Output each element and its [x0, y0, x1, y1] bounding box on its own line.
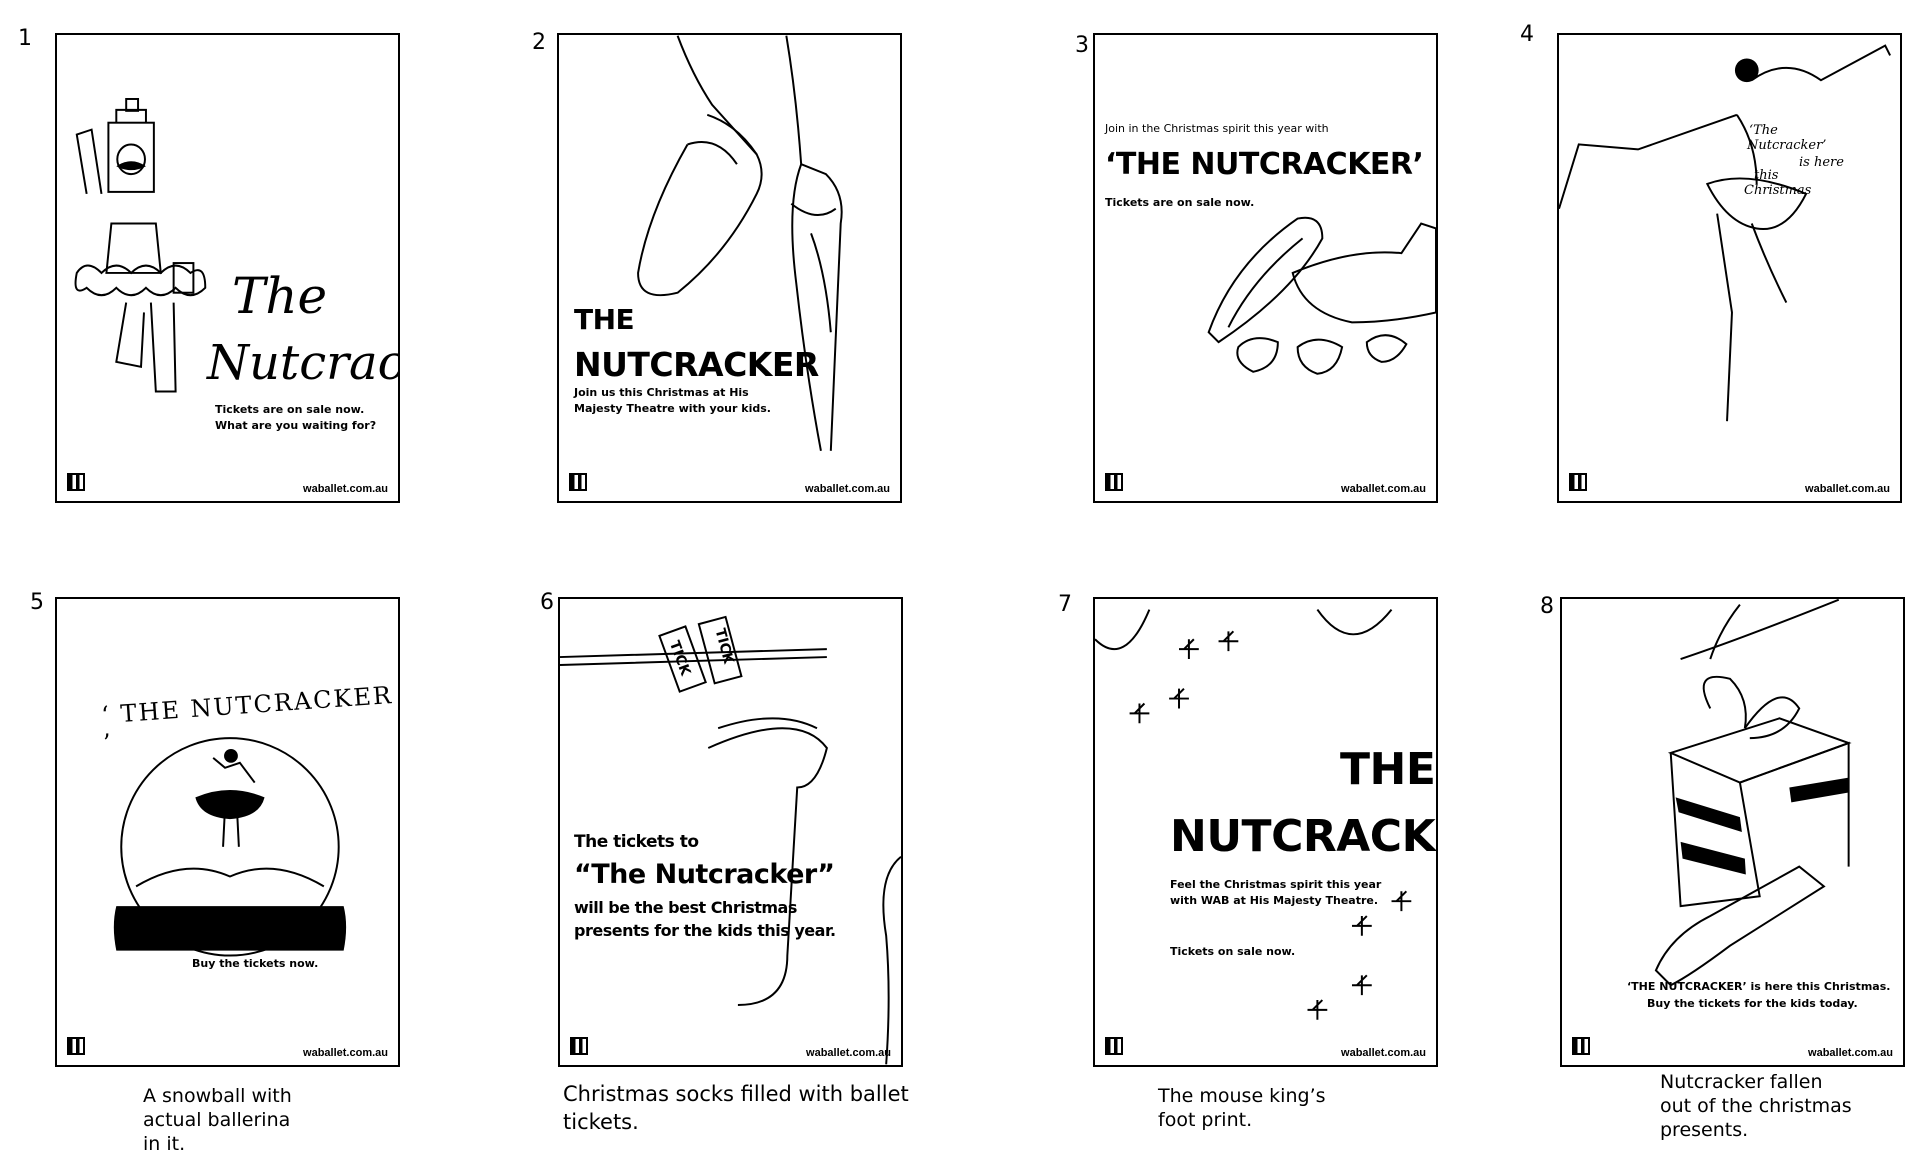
caption-5: A snowball with actual ballerina in it. — [143, 1084, 292, 1156]
poster-8-body-line2: Buy the tickets for the kids today. — [1647, 997, 1858, 1010]
caption-5-line3: in it. — [143, 1133, 186, 1155]
poster-3-url: waballet.com.au — [1341, 483, 1426, 495]
poster-4-script-line5: Christmas — [1744, 183, 1812, 198]
poster-card-4: ‘The Nutcracker’ is here this Christmas … — [1557, 33, 1902, 503]
ballerina-arabesque-illustration — [1559, 44, 1891, 422]
storyboard-number-3: 3 — [1075, 33, 1089, 58]
poster-3-title: ‘THE NUTCRACKER’ — [1105, 147, 1424, 182]
storyboard-number-7: 7 — [1058, 592, 1072, 617]
pointe-shoes-illustration — [637, 35, 843, 452]
ballet-shoes-walnut-shells-illustration — [1207, 216, 1436, 375]
caption-6: Christmas socks filled with ballet ticke… — [563, 1080, 909, 1136]
qr-code-icon — [1569, 473, 1587, 491]
poster-6-url: waballet.com.au — [806, 1047, 891, 1059]
poster-8-body-line1: ‘THE NUTCRACKER’ is here this Christmas. — [1627, 980, 1891, 993]
caption-5-line1: A snowball with — [143, 1085, 292, 1107]
storyboard-number-8: 8 — [1540, 594, 1554, 619]
poster-2-title-line2: NUTCRACKER — [574, 345, 819, 384]
storyboard-number-4: 4 — [1520, 22, 1534, 47]
storyboard-number-2: 2 — [532, 30, 546, 55]
poster-6-line1: The tickets to — [574, 832, 699, 852]
poster-4-script-line3: is here — [1799, 155, 1844, 170]
qr-code-icon — [1572, 1037, 1590, 1055]
qr-code-icon — [1105, 473, 1123, 491]
caption-8-line2: out of the christmas — [1660, 1095, 1852, 1117]
caption-7-line2: foot print. — [1158, 1109, 1253, 1131]
poster-2-body-line2: Majesty Theatre with your kids. — [574, 402, 771, 415]
poster-card-8: ‘THE NUTCRACKER’ is here this Christmas.… — [1560, 597, 1905, 1067]
poster-card-7: THE NUTCRACKER Feel the Christmas spirit… — [1093, 597, 1438, 1067]
qr-code-icon — [67, 473, 85, 491]
poster-8-url: waballet.com.au — [1808, 1047, 1893, 1059]
caption-8-line3: presents. — [1660, 1119, 1749, 1141]
poster-1-url: waballet.com.au — [303, 483, 388, 495]
caption-7: The mouse king’s foot print. — [1158, 1084, 1326, 1132]
poster-card-6: TICK TICK The tickets to “The Nutcracker… — [558, 597, 903, 1067]
nutcracker-soldier-illustration — [74, 97, 207, 393]
poster-4-url: waballet.com.au — [1805, 483, 1890, 495]
poster-2-body-line1: Join us this Christmas at His — [574, 386, 749, 399]
caption-8: Nutcracker fallen out of the christmas p… — [1660, 1070, 1852, 1142]
poster-7-body-line2: with WAB at His Majesty Theatre. — [1170, 894, 1379, 907]
snow-globe-illustration — [113, 737, 347, 957]
storyboard-number-1: 1 — [18, 26, 32, 51]
poster-7-body-line1: Feel the Christmas spirit this year — [1170, 878, 1382, 891]
poster-7-title-line2: NUTCRACKER — [1170, 811, 1436, 862]
qr-code-icon — [569, 473, 587, 491]
poster-5-body: Buy the tickets now. — [192, 957, 319, 970]
caption-6-line2: tickets. — [563, 1110, 639, 1134]
storyboard-number-6: 6 — [540, 590, 554, 615]
poster-1-title-line2: Nutcracker — [207, 335, 400, 391]
qr-code-icon — [67, 1037, 85, 1055]
poster-4-script-line4: this — [1754, 168, 1779, 183]
qr-code-icon — [1105, 1037, 1123, 1055]
poster-7-title-line1: THE — [1340, 744, 1436, 795]
caption-7-line1: The mouse king’s — [1158, 1085, 1326, 1107]
poster-card-2: THE NUTCRACKER Join us this Christmas at… — [557, 33, 902, 503]
poster-5-url: waballet.com.au — [303, 1047, 388, 1059]
poster-6-line4: presents for the kids this year. — [574, 921, 836, 940]
christmas-stocking-tickets-illustration — [560, 615, 901, 1065]
fallen-nutcracker-presents-illustration — [1654, 599, 1852, 987]
caption-6-line1: Christmas socks filled with ballet — [563, 1082, 909, 1106]
storyboard-number-5: 5 — [30, 590, 44, 615]
poster-6-title: “The Nutcracker” — [574, 859, 835, 890]
poster-2-title-line1: THE — [574, 303, 635, 336]
poster-card-3: Join in the Christmas spirit this year w… — [1093, 33, 1438, 503]
poster-card-5: ‘ THE NUTCRACKER ’ Buy the tickets now. … — [55, 597, 400, 1067]
poster-4-script-line1: ‘The — [1749, 123, 1778, 138]
caption-8-line1: Nutcracker fallen — [1660, 1071, 1823, 1093]
poster-1-title-line1: The — [232, 267, 328, 325]
poster-6-line3: will be the best Christmas — [574, 898, 797, 917]
poster-1-body-line1: Tickets are on sale now. — [215, 403, 365, 416]
qr-code-icon — [570, 1037, 588, 1055]
poster-7-url: waballet.com.au — [1341, 1047, 1426, 1059]
poster-3-body: Tickets are on sale now. — [1105, 196, 1255, 209]
poster-1-body-line2: What are you waiting for? — [215, 419, 377, 432]
poster-2-url: waballet.com.au — [805, 483, 890, 495]
poster-7-body-line3: Tickets on sale now. — [1170, 945, 1296, 958]
poster-4-script-line2: Nutcracker’ — [1747, 138, 1827, 153]
caption-5-line2: actual ballerina — [143, 1109, 291, 1131]
poster-3-intro: Join in the Christmas spirit this year w… — [1105, 122, 1329, 135]
poster-card-1: The Nutcracker Tickets are on sale now. … — [55, 33, 400, 503]
mouse-king-footprints-illustration — [1095, 608, 1412, 1020]
